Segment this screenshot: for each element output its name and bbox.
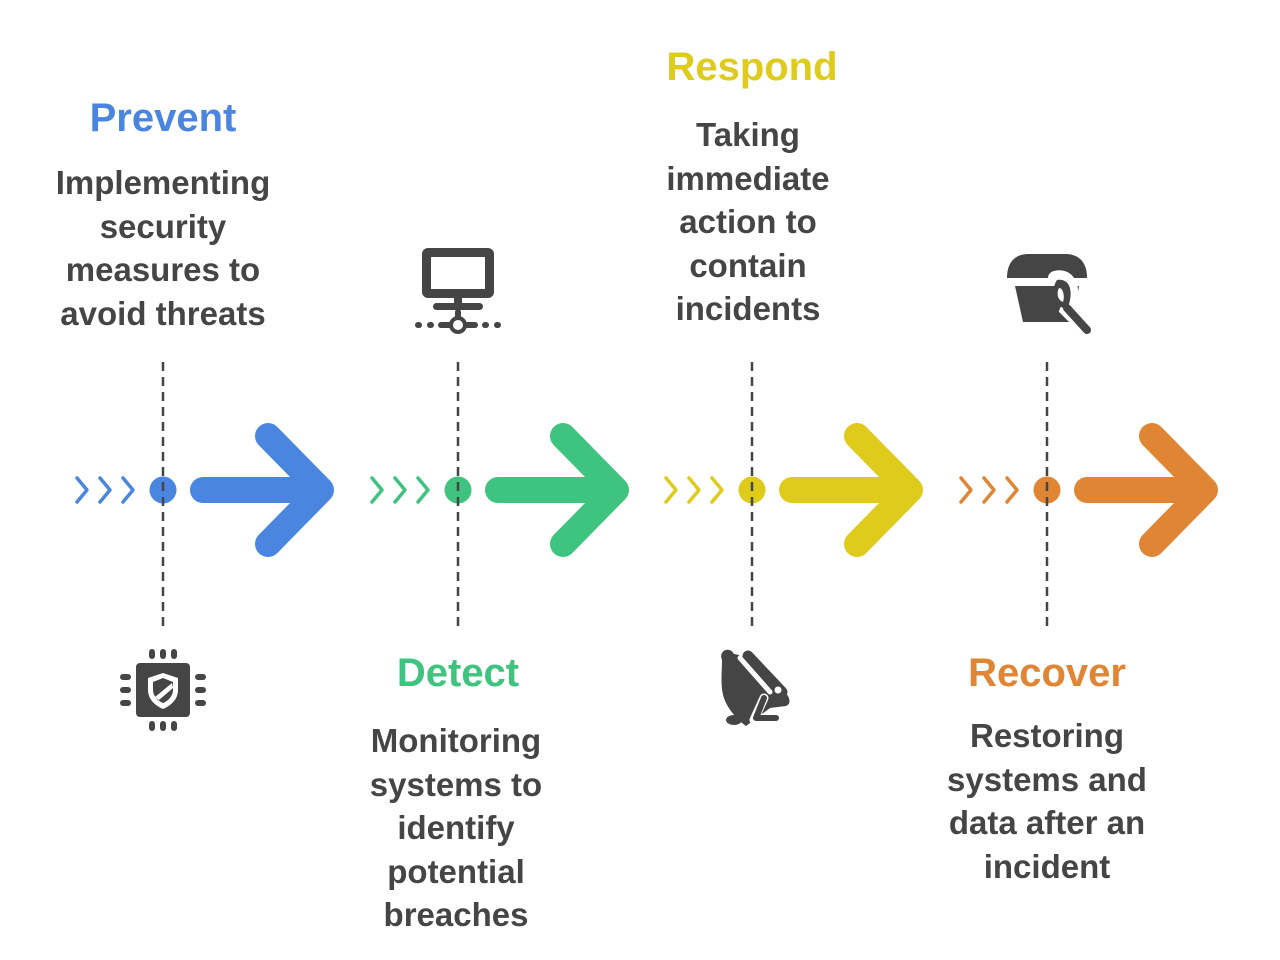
chevron-icon — [959, 476, 973, 504]
description-line: systems to — [369, 765, 543, 803]
chevron-icon — [687, 476, 701, 504]
chevron-icon — [982, 476, 996, 504]
arrow-head — [844, 423, 923, 557]
description-line: Restoring — [969, 717, 1124, 754]
description-line: Implementing — [55, 164, 271, 201]
description-line: systems and — [947, 760, 1147, 798]
chevron-icon — [1005, 476, 1019, 504]
description-line: identify — [397, 809, 515, 846]
description-line: data after an — [948, 804, 1146, 841]
chevron-icon — [370, 476, 384, 504]
chevron-icon — [710, 476, 724, 504]
description-line: incident — [983, 847, 1111, 885]
step-respond-description: Taking immediate action to contain incidents — [648, 113, 848, 331]
running-rabbit-icon — [721, 649, 790, 726]
step-prevent-title: Prevent — [89, 96, 237, 140]
step-detect-title: Detect — [396, 651, 520, 695]
description-line: contain — [689, 246, 807, 284]
description-line: immediate — [666, 159, 830, 197]
description-line: security — [99, 207, 227, 245]
arrow-head — [1139, 423, 1218, 557]
description-line: Taking — [696, 116, 800, 153]
description-line: potential — [387, 852, 525, 890]
description-line: breaches — [383, 896, 529, 933]
chevron-icon — [121, 476, 135, 504]
bucket-brush-icon — [1007, 254, 1096, 339]
chip-shield-icon — [120, 649, 206, 731]
network-monitor-icon — [415, 248, 501, 334]
description-line: action to — [679, 203, 817, 240]
step-recover-title: Recover — [968, 651, 1126, 695]
arrow-head — [255, 423, 334, 557]
description-line: Monitoring — [370, 722, 542, 759]
arrow-head — [550, 423, 629, 557]
chevron-icon — [98, 476, 112, 504]
step-prevent-description: Implementing security measures to avoid thr… — [33, 161, 293, 335]
description-line: avoid threats — [60, 294, 266, 332]
chevron-icon — [664, 476, 678, 504]
chevron-icon — [416, 476, 430, 504]
step-detect-description: Monitoring systems to identify potential bre… — [326, 719, 586, 937]
chevron-icon — [393, 476, 407, 504]
step-respond-title: Respond — [666, 45, 838, 89]
step-recover-description: Restoring systems and data after an inciden… — [917, 714, 1177, 888]
chevron-icon — [75, 476, 89, 504]
description-line: incidents — [675, 290, 821, 327]
description-line: measures to — [65, 251, 261, 288]
